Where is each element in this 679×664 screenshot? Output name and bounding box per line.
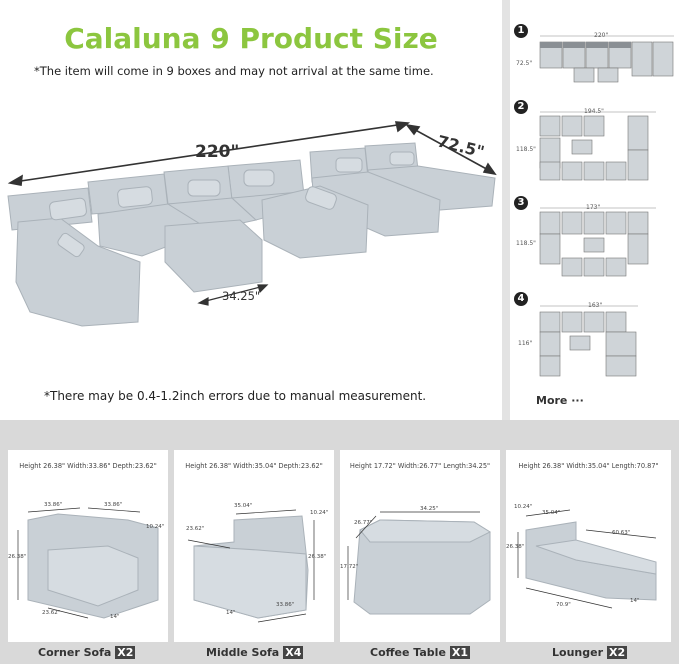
quantity-badge: X2: [607, 646, 628, 659]
more-layouts-link[interactable]: More ···: [536, 394, 584, 407]
layout-height: 118.5": [516, 240, 536, 247]
layout-height: 72.5": [516, 60, 533, 67]
product-caption-lounger: Lounger X2: [552, 646, 628, 659]
measurement-note: *There may be 0.4-1.2inch errors due to …: [44, 389, 427, 403]
lounger-illustration: [517, 509, 657, 609]
product-spec: Height 17.72" Width:26.77" Length:34.25": [349, 462, 491, 470]
layout-option-1: 1 220" 72.5": [510, 24, 679, 94]
dim-label: 34.25": [420, 506, 439, 512]
layout-number: 1: [514, 24, 528, 38]
dim-label: 26.38": [506, 544, 525, 550]
product-name: Coffee Table: [370, 646, 446, 659]
dim-label: 14": [226, 610, 236, 616]
product-spec: Height 26.38" Width:35.04" Length:70.87": [518, 462, 659, 470]
layout-diagram: [539, 111, 656, 181]
layout-width: 194.5": [584, 108, 604, 115]
product-name: Corner Sofa: [38, 646, 112, 659]
product-spec: Height 26.38" Width:33.86" Depth:23.62": [19, 462, 157, 470]
depth-arrow: [405, 123, 497, 176]
layout-option-2: 2 194.5" 118.5": [510, 100, 679, 190]
quantity-badge: X4: [283, 646, 304, 659]
dim-label: 26.38": [308, 554, 327, 560]
layout-option-3: 3 173" 118.5": [510, 196, 679, 284]
dim-label: 10.24": [310, 510, 329, 516]
product-card-corner-sofa: Height 26.38" Width:33.86" Depth:23.62" …: [8, 450, 168, 642]
length-arrow: [7, 121, 411, 186]
coffee-table-illustration: [347, 511, 492, 615]
corner-sofa-illustration: [17, 507, 159, 619]
dim-label: 33.86": [276, 602, 295, 608]
layout-diagram: [539, 305, 638, 377]
quantity-badge: X1: [449, 646, 471, 659]
dim-label: 14": [110, 614, 120, 620]
layout-option-4: 4 163" 116": [510, 292, 679, 382]
dim-label: 60.63": [612, 530, 631, 536]
sectional-sofa-illustration: [7, 121, 497, 327]
dim-label: 33.86": [104, 502, 123, 508]
dim-label: 26.77": [354, 520, 373, 526]
panel-divider: [502, 0, 510, 420]
length-label: 220": [195, 142, 240, 162]
product-card-lounger: Height 26.38" Width:35.04" Length:70.87"…: [506, 450, 671, 642]
product-name: Lounger: [552, 646, 603, 659]
layout-width: 173": [586, 204, 601, 211]
product-name: Middle Sofa: [206, 646, 280, 659]
dim-label: 35.04": [542, 510, 561, 516]
table-width-label: 34.25": [222, 289, 261, 303]
dim-label: 17.72": [340, 564, 359, 570]
dim-label: 23.62": [186, 526, 205, 532]
layout-number: 2: [514, 100, 528, 114]
layout-height: 118.5": [516, 146, 536, 153]
dim-label: 33.86": [44, 502, 63, 508]
quantity-badge: X2: [115, 646, 136, 659]
layout-width: 163": [588, 302, 603, 309]
layout-number: 4: [514, 292, 528, 306]
table-width-arrow: [197, 284, 269, 306]
layout-diagram: [539, 35, 674, 83]
shipping-note: *The item will come in 9 boxes and may n…: [34, 64, 434, 78]
layout-options-panel: 1 220" 72.5" 2 194.5" 118.5": [510, 0, 679, 420]
dim-label: 23.62": [42, 610, 61, 616]
product-spec: Height 26.38" Width:35.04" Depth:23.62": [185, 462, 323, 470]
middle-sofa-illustration: [187, 509, 315, 623]
dim-label: 26.38": [8, 554, 27, 560]
layout-height: 116": [518, 340, 533, 347]
dim-label: 10.24": [146, 524, 165, 530]
layout-number: 3: [514, 196, 528, 210]
layout-diagram: [539, 207, 656, 277]
dim-label: 14": [630, 598, 640, 604]
product-card-middle-sofa: Height 26.38" Width:35.04" Depth:23.62" …: [174, 450, 334, 642]
product-card-coffee-table: Height 17.72" Width:26.77" Length:34.25"…: [340, 450, 500, 642]
layout-width: 220": [594, 32, 609, 39]
dim-label: 35.04": [234, 503, 253, 509]
dim-label: 10.24": [514, 504, 533, 510]
dim-label: 70.9": [556, 602, 571, 608]
hero-panel: Calaluna 9 Product Size *The item will c…: [0, 0, 502, 420]
page-title: Calaluna 9 Product Size: [64, 22, 438, 55]
